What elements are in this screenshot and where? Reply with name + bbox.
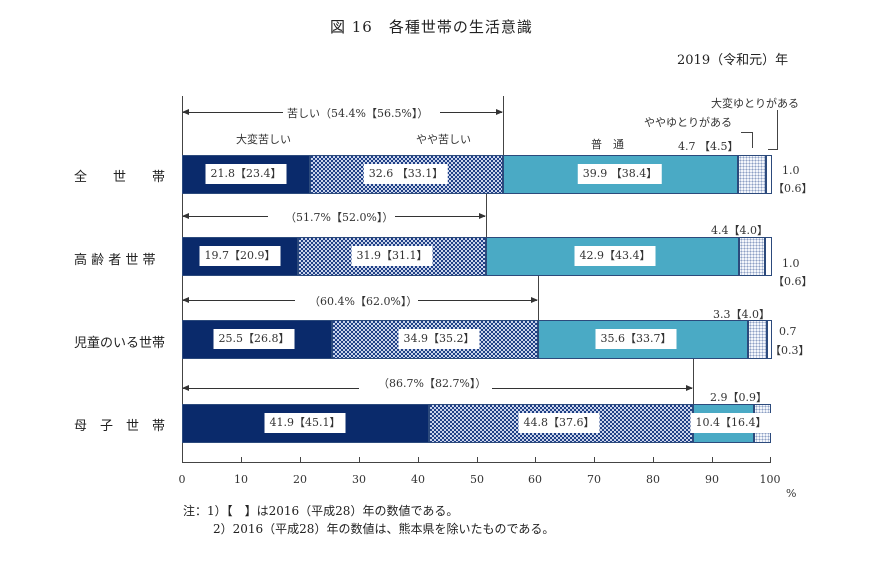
x-tick-label: 50 bbox=[470, 473, 484, 486]
chart-title: 図 16 各種世帯の生活意識 bbox=[330, 18, 533, 36]
bracket-label-row4: （86.7%【82.7%】） bbox=[378, 377, 487, 390]
note-2: 2）2016（平成28）年の数値は、熊本県を除いたものである。 bbox=[213, 522, 555, 536]
legend-taihen-yutori: 大変ゆとりがある bbox=[711, 97, 799, 110]
value-label: 42.9【43.4】 bbox=[574, 246, 656, 266]
bracket-arrow-left-row2 bbox=[182, 213, 268, 219]
bracket-arrow-left-row3 bbox=[182, 297, 295, 303]
value-label: 10.4【16.4】 bbox=[690, 413, 772, 433]
segment-taihen-yutori bbox=[766, 155, 772, 194]
x-tick-label: 70 bbox=[587, 473, 601, 486]
x-tick bbox=[712, 457, 713, 462]
note-1: 注：1）【 】は2016（平成28）年の数値である。 bbox=[183, 504, 459, 518]
bracket-arrow-right-row1 bbox=[440, 109, 503, 115]
category-label-all: 全 世 帯 bbox=[74, 170, 166, 185]
value-label-row3-yaya-yutori: 3.3【4.0】 bbox=[713, 308, 770, 321]
x-axis-unit: % bbox=[786, 487, 797, 500]
value-label: 25.5【26.8】 bbox=[213, 329, 295, 349]
legend-taihen-kurushii: 大変苦しい bbox=[236, 133, 291, 146]
bracket-arrow-left-row4 bbox=[182, 385, 359, 391]
legend-futsu: 普 通 bbox=[591, 138, 624, 151]
bar-row-with-children: 25.5【26.8】 34.9【35.2】 35.6【33.7】 bbox=[182, 320, 772, 359]
segment-yaya-yutori bbox=[739, 237, 765, 276]
value-label: 44.8【37.6】 bbox=[518, 413, 600, 433]
segment-taihen-yutori bbox=[765, 237, 772, 276]
x-tick bbox=[535, 457, 536, 462]
x-tick-label: 20 bbox=[293, 473, 307, 486]
leader-v-yaya-yutori bbox=[752, 132, 753, 148]
bracket-arrow-right-row2 bbox=[395, 213, 486, 219]
value-label-row2-taihen-yutori-2016: 【0.6】 bbox=[773, 275, 813, 288]
bar-row-elderly: 19.7【20.9】 31.9【31.1】 42.9【43.4】 bbox=[182, 237, 772, 276]
bracket-arrow-right-row4 bbox=[492, 385, 693, 391]
segment-yaya-kurushii bbox=[298, 237, 486, 276]
legend-yaya-kurushii: やや苦しい bbox=[416, 133, 471, 146]
x-tick-label: 40 bbox=[411, 473, 425, 486]
bracket-label-row1: 苦しい（54.4%【56.5%】） bbox=[287, 107, 429, 120]
value-label: 39.9 【38.4】 bbox=[577, 164, 663, 184]
category-label-with-children: 児童のいる世帯 bbox=[74, 336, 166, 351]
legend-yaya-yutori: ややゆとりがある bbox=[644, 116, 732, 129]
segment-yaya-yutori bbox=[748, 320, 767, 359]
x-axis-line bbox=[182, 462, 771, 463]
plot-left-axis bbox=[182, 96, 183, 463]
category-label-mother-child: 母 子 世 帯 bbox=[74, 419, 166, 434]
bracket-arrow-left-row1 bbox=[182, 109, 283, 115]
value-label: 31.9【31.1】 bbox=[351, 246, 433, 266]
value-label-row2-taihen-yutori: 1.0 bbox=[782, 257, 800, 270]
segment-yaya-yutori bbox=[738, 155, 766, 194]
x-tick-label: 30 bbox=[352, 473, 366, 486]
x-tick bbox=[477, 457, 478, 462]
bracket-label-row2: （51.7%【52.0%】） bbox=[285, 211, 394, 224]
x-tick bbox=[594, 457, 595, 462]
value-label: 19.7【20.9】 bbox=[199, 246, 281, 266]
value-label-row1-taihen-yutori-2016: 【0.6】 bbox=[773, 182, 813, 195]
x-tick-label: 80 bbox=[646, 473, 660, 486]
x-tick-label: 100 bbox=[759, 473, 781, 486]
leader-h-yaya-yutori bbox=[741, 132, 752, 133]
value-label-row4-yaya-yutori: 2.9【0.9】 bbox=[710, 391, 767, 404]
leader-h-taihen-yutori bbox=[768, 149, 777, 150]
category-label-elderly: 高 齢 者 世 帯 bbox=[74, 253, 156, 268]
value-label-row1-taihen-yutori: 1.0 bbox=[782, 164, 800, 177]
value-label: 35.6【33.7】 bbox=[595, 329, 677, 349]
bracket-end-line-row2 bbox=[486, 194, 487, 237]
bracket-end-line-row4 bbox=[693, 359, 694, 404]
bracket-end-line-row1 bbox=[503, 96, 504, 155]
leader-v-taihen-yutori bbox=[777, 110, 778, 150]
value-label-row3-taihen-yutori: 0.7 bbox=[779, 325, 797, 338]
x-tick bbox=[300, 457, 301, 462]
value-label: 41.9【45.1】 bbox=[264, 413, 346, 433]
x-tick bbox=[770, 457, 771, 462]
x-tick bbox=[418, 457, 419, 462]
value-label: 32.6 【33.1】 bbox=[363, 164, 449, 184]
value-label-row1-yaya-yutori: 4.7 【4.5】 bbox=[678, 140, 739, 153]
x-tick-label: 0 bbox=[178, 473, 186, 486]
bar-row-all: 21.8【23.4】 32.6 【33.1】 39.9 【38.4】 bbox=[182, 155, 772, 194]
x-tick bbox=[182, 457, 183, 462]
x-tick-label: 90 bbox=[705, 473, 719, 486]
x-tick-label: 10 bbox=[234, 473, 248, 486]
x-tick bbox=[241, 457, 242, 462]
bracket-label-row3: （60.4%【62.0%】） bbox=[309, 295, 418, 308]
bracket-end-line-row3 bbox=[538, 276, 539, 320]
value-label: 21.8【23.4】 bbox=[205, 164, 287, 184]
value-label-row3-taihen-yutori-2016: 【0.3】 bbox=[770, 344, 810, 357]
segment-taihen-kurushii bbox=[182, 404, 429, 443]
bracket-arrow-right-row3 bbox=[418, 297, 538, 303]
year-label: 2019（令和元）年 bbox=[677, 53, 789, 68]
x-tick bbox=[653, 457, 654, 462]
x-tick-label: 60 bbox=[528, 473, 542, 486]
x-tick bbox=[359, 457, 360, 462]
value-label-row2-yaya-yutori: 4.4【4.0】 bbox=[711, 224, 768, 237]
segment-taihen-yutori bbox=[767, 320, 772, 359]
value-label: 34.9【35.2】 bbox=[398, 329, 480, 349]
bar-row-mother-child: 41.9【45.1】 44.8【37.6】 10.4【16.4】 bbox=[182, 404, 772, 443]
